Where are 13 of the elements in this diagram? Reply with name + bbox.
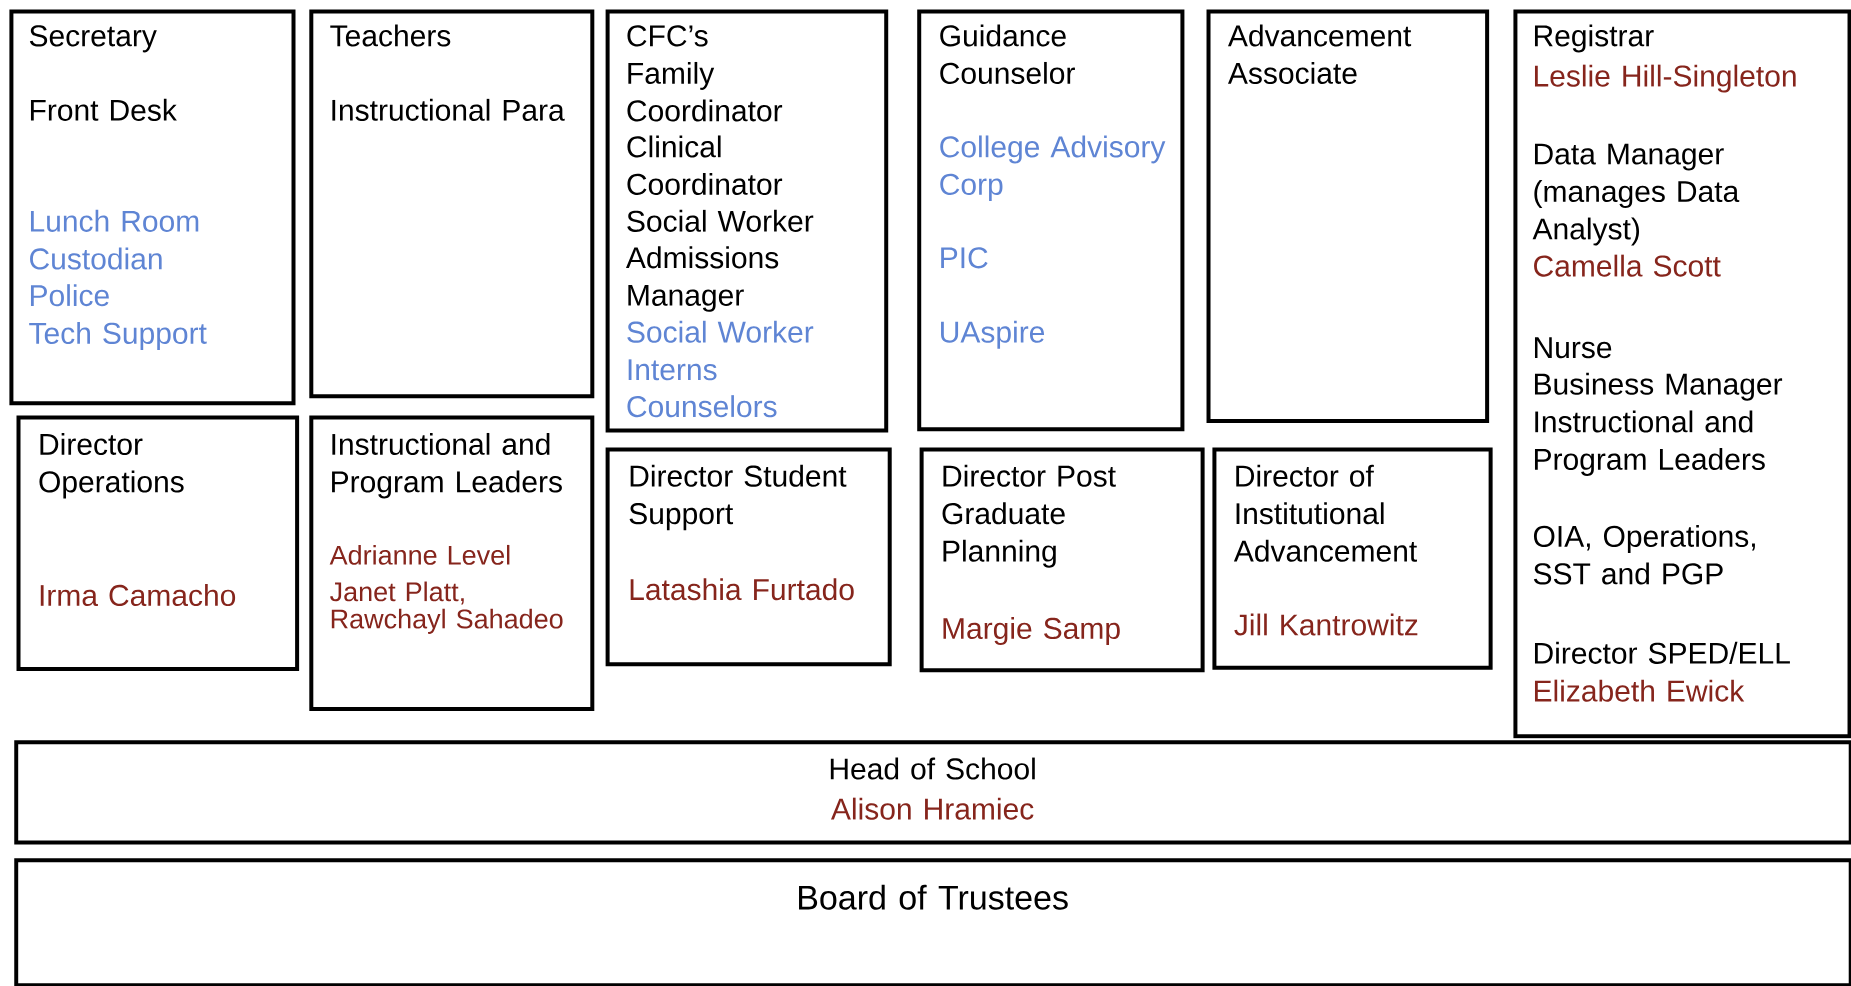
org-box: CFC’s Family Coordinator Clinical Coordinator Social Worker Admissions Manager Social Worker Interns Counselors <box>605 9 889 433</box>
org-box: Director of Institutional Advancement Jill Kantrowitz <box>1212 447 1493 670</box>
org-box: Advancement Associate <box>1206 9 1490 423</box>
org-box: Director Operations Irma Camacho <box>16 415 300 671</box>
org-box: Registrar Leslie Hill-Singleton Data Manager (manages Data Analyst) Camella Scott Nurse Business Manager Instructional and Program Leaders OIA, Operations, SST and PGP Director SPED/ELL Elizabeth Ewick <box>1513 9 1851 739</box>
org-box: Director Post Graduate Planning Margie Samp <box>919 447 1205 673</box>
org-box: Board of Trustees <box>14 858 1851 986</box>
org-box: Guidance Counselor College Advisory Corp PIC UAspire <box>917 9 1185 432</box>
org-box: Instructional and Program Leaders Adrianne Level Janet Platt, Rawchayl Sahadeo <box>309 415 595 712</box>
org-box: Teachers Instructional Para <box>309 9 595 399</box>
org-box: Head of School Alison Hramiec <box>14 740 1851 845</box>
org-box: Secretary Front Desk Lunch Room Custodian Police Tech Support <box>9 9 296 406</box>
org-box: Director Student Support Latashia Furtado <box>605 447 892 667</box>
